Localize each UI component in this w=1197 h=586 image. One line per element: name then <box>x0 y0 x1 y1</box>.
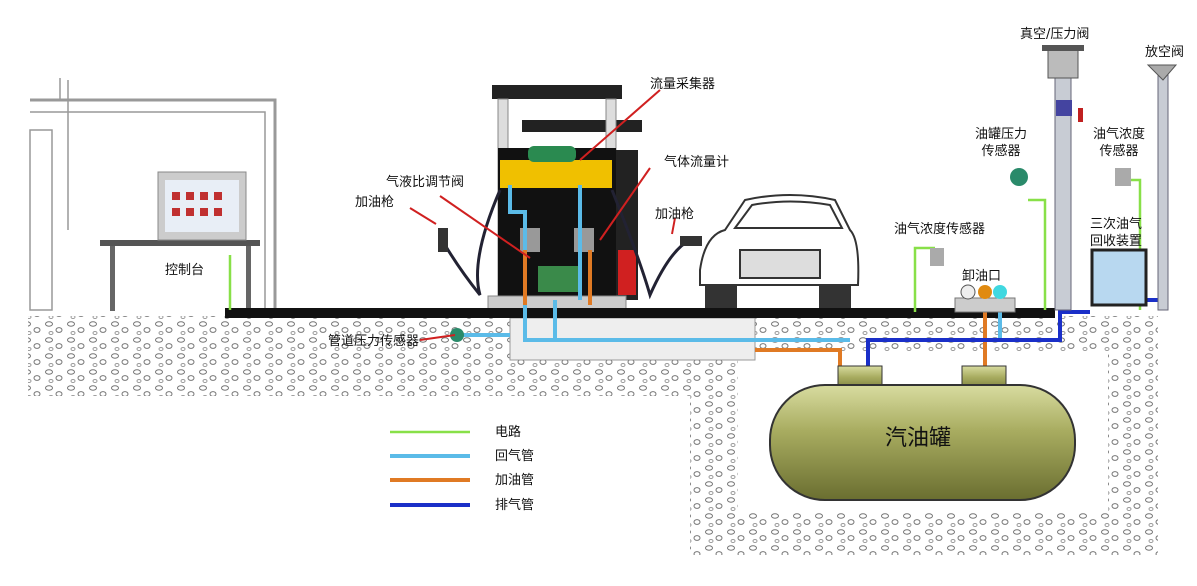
car <box>699 194 860 308</box>
gasoline-tank <box>769 365 1076 501</box>
legend-return-gas: 回气管 <box>495 449 535 464</box>
console-table <box>100 171 260 311</box>
fuel-dispenser <box>438 85 702 311</box>
label-recovery-unit: 三次油气回收装置 <box>1090 217 1143 249</box>
label-tank-pressure-sensor: 油罐压力传感器 <box>975 127 1028 159</box>
label-nozzle-left: 加油枪 <box>355 195 395 210</box>
label-gas-flowmeter: 气体流量计 <box>664 155 730 170</box>
label-pv-valve: 真空/压力阀 <box>1020 27 1090 42</box>
label-tank: 汽油罐 <box>885 426 952 451</box>
label-vapor-sensor-vent: 油气浓度传感器 <box>1093 127 1146 159</box>
legend-electric: 电路 <box>495 425 522 440</box>
label-gas-liquid-valve: 气液比调节阀 <box>386 175 465 190</box>
legend-fuel: 加油管 <box>495 473 535 488</box>
control-room <box>29 78 277 311</box>
label-nozzle-right: 加油枪 <box>655 207 695 222</box>
label-vapor-sensor-ground: 油气浓度传感器 <box>894 222 986 237</box>
label-console: 控制台 <box>165 263 205 278</box>
legend-swatches <box>390 430 470 507</box>
label-unloading-port: 卸油口 <box>962 269 1002 284</box>
label-flow-collector: 流量采集器 <box>650 77 716 92</box>
electric-line <box>228 178 1142 312</box>
legend-vent: 排气管 <box>495 498 535 513</box>
vent-stacks <box>450 45 1178 342</box>
fuel-pipe <box>523 250 987 372</box>
label-pipe-pressure-sensor: 管道压力传感器 <box>328 334 420 349</box>
ground-slab <box>225 308 1055 318</box>
label-vent-valve: 放空阀 <box>1145 45 1185 60</box>
